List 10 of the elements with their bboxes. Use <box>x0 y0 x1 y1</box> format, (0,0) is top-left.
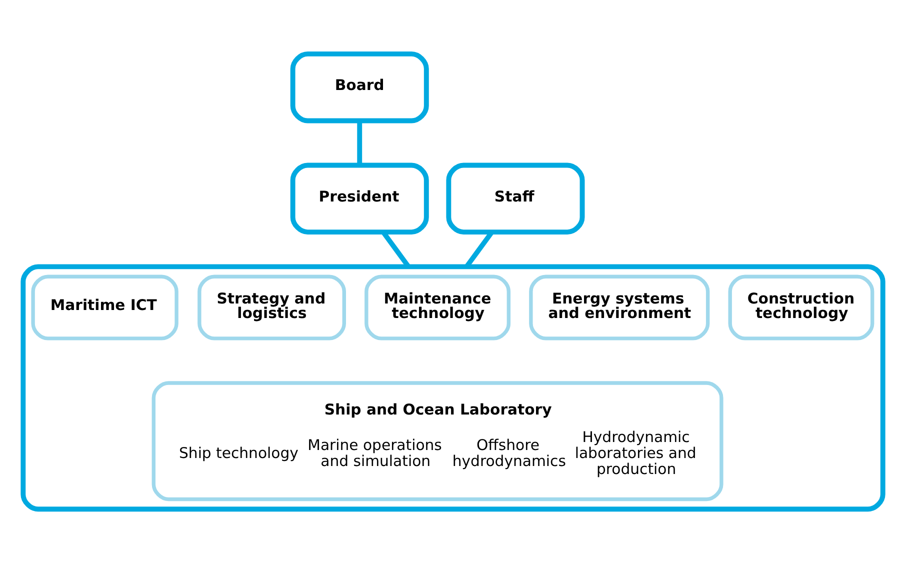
node-box: Staff <box>446 162 585 234</box>
node-box: President <box>290 162 429 234</box>
node-box: Construction technology <box>728 274 874 340</box>
cluster <box>20 264 886 512</box>
connector <box>357 120 362 165</box>
node-box: Board <box>290 50 429 123</box>
node-box: Strategy and logistics <box>198 274 346 340</box>
node-box: Energy systems and environment <box>529 274 710 340</box>
node-box: Maritime ICT <box>31 274 178 340</box>
node-box: Maintenance technology <box>364 274 511 340</box>
